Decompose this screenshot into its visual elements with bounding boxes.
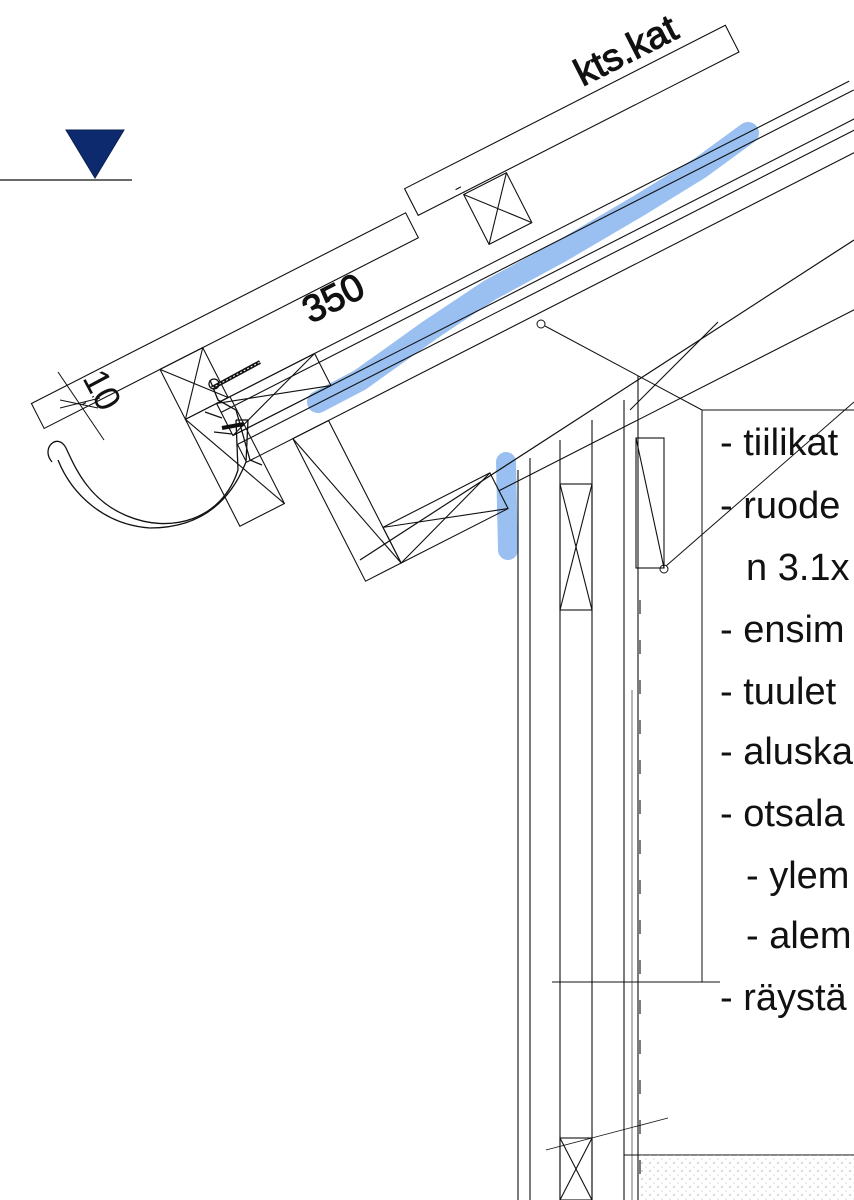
screw-icon <box>211 360 261 390</box>
level-marker <box>0 129 132 181</box>
thickness-dimension: 10 <box>57 363 130 441</box>
fascia-block <box>184 395 286 527</box>
highlight-stroke-underlay <box>307 122 759 413</box>
batten-vertical <box>635 437 665 569</box>
reference-label: kts.kat <box>568 7 685 94</box>
roof-slope-line <box>359 239 854 561</box>
leader-lines <box>536 319 854 982</box>
legend-item: - ruode <box>720 485 840 527</box>
legend-item: - ylem <box>746 855 849 897</box>
legend-item: - tuulet <box>720 671 837 713</box>
dimension-350-label: 350 <box>296 266 372 332</box>
gutter <box>47 360 263 529</box>
soffit-board <box>382 264 854 564</box>
material-legend: - tiilikat - ruode n 3.1x - ensim - tuul… <box>720 422 854 1019</box>
legend-item: n 3.1x <box>746 547 850 589</box>
legend-item: - alem <box>746 915 852 957</box>
legend-item: - ensim <box>720 609 845 651</box>
batten-upper <box>462 171 533 246</box>
stud-upper <box>559 483 593 611</box>
tile-board-upper <box>403 24 740 217</box>
legend-item: - tiilikat <box>720 422 839 464</box>
stud-lower <box>559 1137 593 1200</box>
triangle-down-level-icon <box>65 129 125 179</box>
screw-icon <box>221 422 245 430</box>
rafter-end <box>292 419 402 582</box>
legend-item: - otsala <box>720 793 845 835</box>
legend-item: - räystä <box>720 977 848 1019</box>
wall-section <box>517 321 854 1200</box>
legend-item: - aluska <box>720 731 854 773</box>
tile-board-lower <box>30 212 420 430</box>
